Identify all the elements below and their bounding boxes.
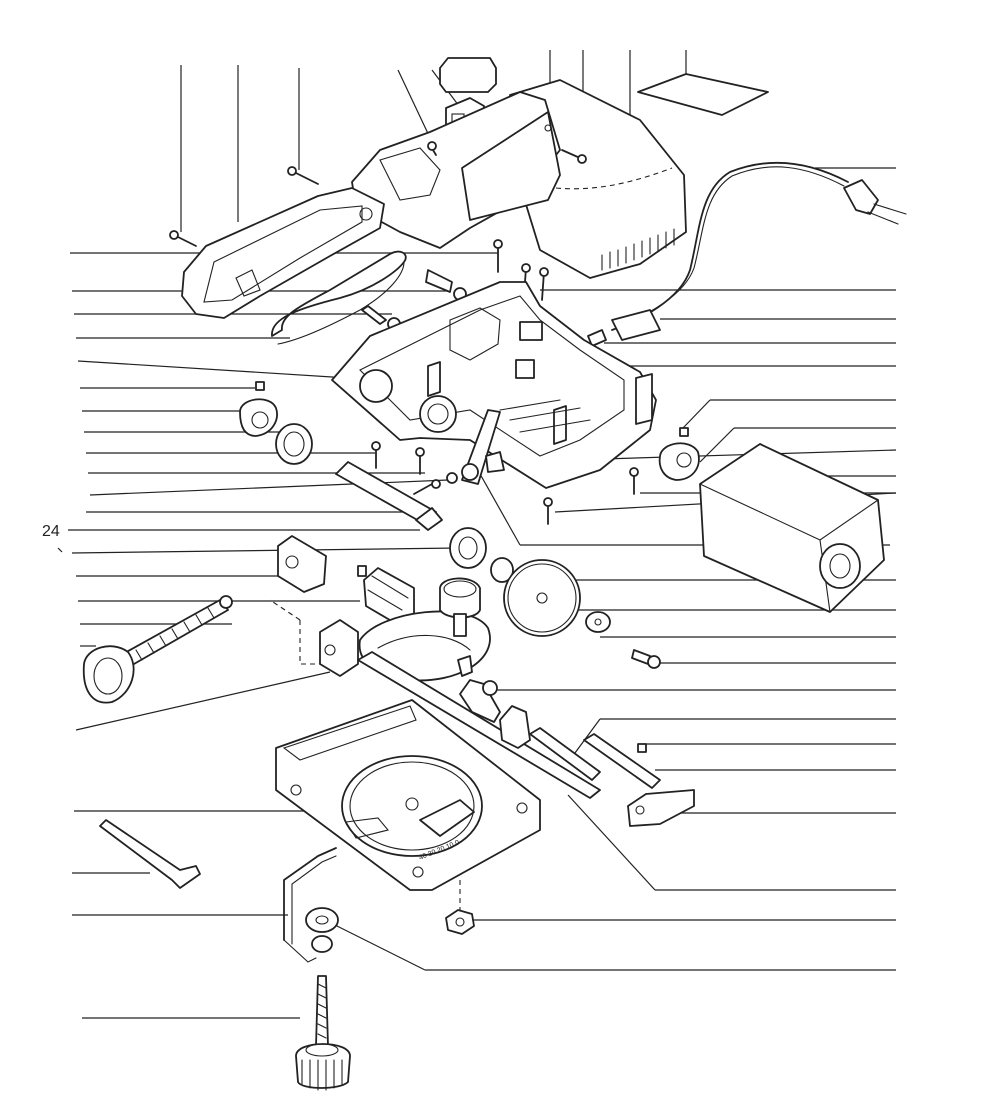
- bearing-seat-1: [359, 369, 393, 403]
- motor-pinion: [658, 442, 700, 481]
- stop-block: [627, 789, 695, 827]
- blade-flange: [585, 611, 611, 633]
- motor-shaft-end: [819, 543, 861, 589]
- bottom-parts: [99, 819, 475, 1091]
- clamp-screw: [357, 565, 367, 577]
- support-lug-2: [499, 705, 531, 749]
- rod-2: [583, 733, 661, 789]
- cord-sleeve: [587, 329, 607, 347]
- pulley-pin: [425, 269, 453, 293]
- rod-1: [529, 727, 601, 781]
- clamp-block: [277, 535, 327, 593]
- pinion-gear-left: [239, 398, 278, 437]
- foot-ring: [311, 935, 333, 953]
- bracket-2: [515, 359, 535, 379]
- base-plate: 40 30 20 10 0: [275, 699, 541, 910]
- foot-washer: [305, 907, 339, 933]
- gear-housing-frame: [331, 281, 657, 489]
- guide-rail: [357, 651, 601, 799]
- bearing-seat-2: [419, 395, 457, 433]
- spur-gear: [439, 577, 481, 619]
- spacer-ring: [490, 557, 514, 583]
- set-screw: [255, 381, 265, 391]
- motor: [699, 443, 885, 613]
- bracket: [519, 321, 543, 341]
- middle-assembly: [239, 239, 885, 669]
- bearing-center: [449, 527, 487, 569]
- hex-nut: [445, 909, 475, 935]
- hex-key: [99, 819, 201, 889]
- support-rod: [283, 847, 337, 941]
- side-panel: [461, 111, 561, 221]
- bearing-left: [275, 423, 313, 465]
- cord-grommet: [611, 309, 661, 341]
- belt-guard: [181, 187, 385, 319]
- post: [635, 373, 653, 425]
- saw-blade: [503, 559, 581, 637]
- rod-screw: [637, 743, 647, 753]
- motor-set-screw: [679, 427, 689, 437]
- switch-cap: [439, 57, 497, 93]
- support-lug: [459, 679, 501, 723]
- angle-slot: [419, 799, 475, 837]
- cover-vents: [601, 228, 675, 271]
- adjusting-knob: [82, 645, 135, 704]
- label-plate: [637, 73, 769, 116]
- lug-screw: [482, 680, 498, 696]
- screws-top: [169, 141, 587, 247]
- plug: [843, 179, 879, 215]
- clamp-assembly: [82, 535, 695, 827]
- top-housing-assembly: [169, 57, 907, 347]
- callout-number: 24: [42, 523, 60, 540]
